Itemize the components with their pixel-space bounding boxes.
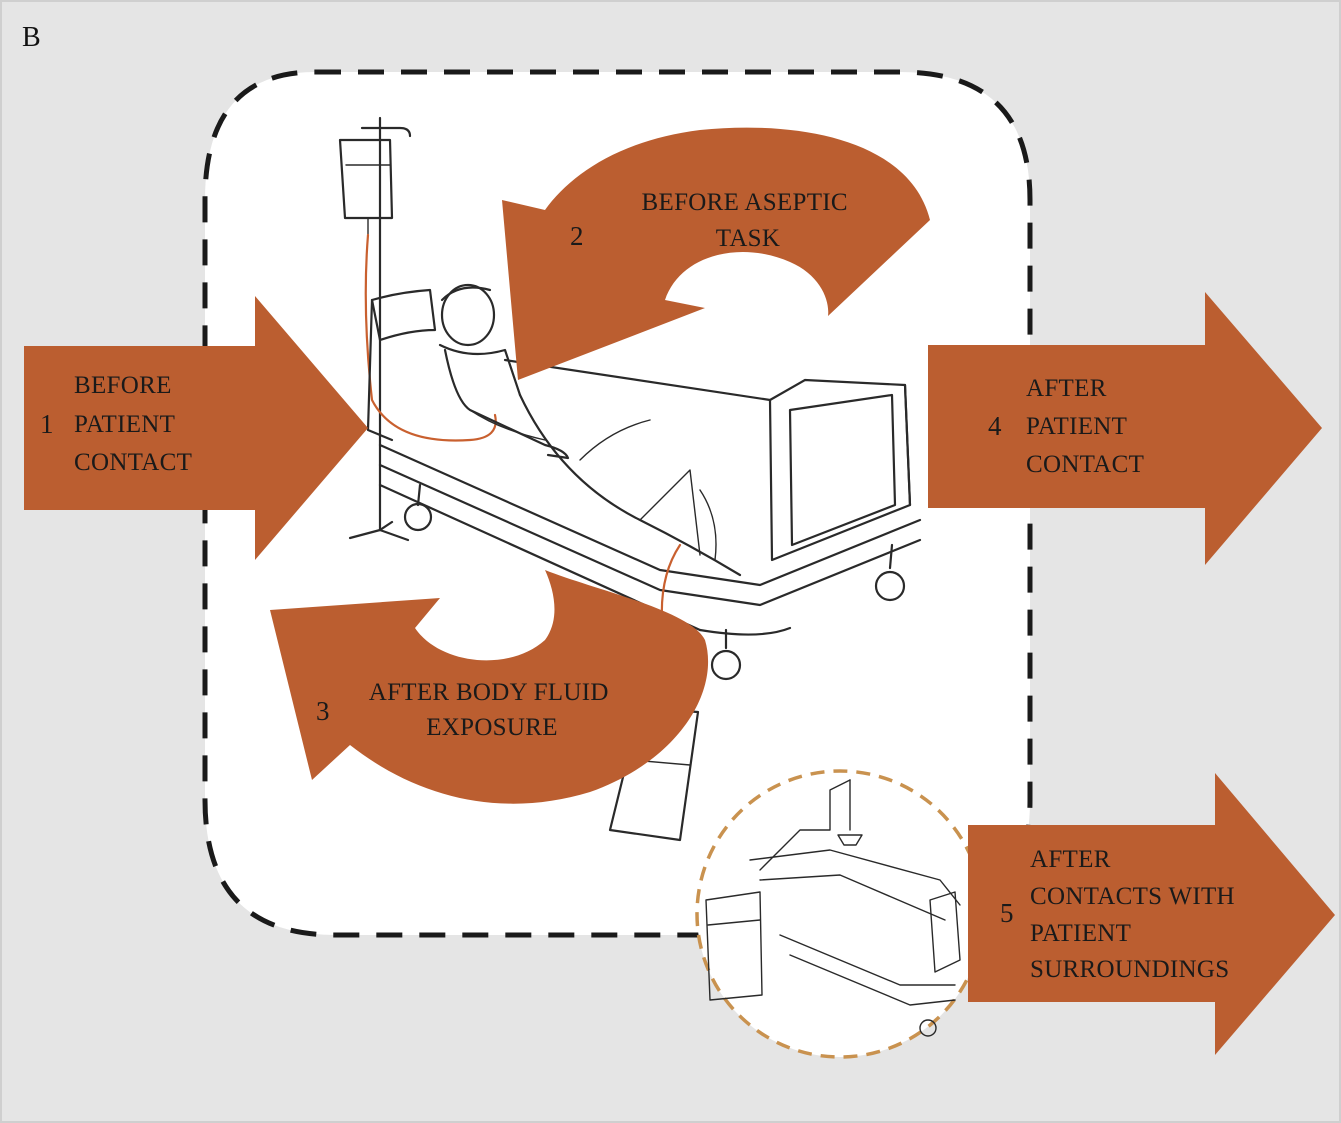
patient-surroundings-zone: [697, 771, 983, 1057]
moment-5-label-line-2: CONTACTS WITH: [1030, 883, 1235, 910]
moment-1-label-line-2: PATIENT: [74, 411, 175, 438]
moment-1-label-line-1: BEFORE: [74, 372, 172, 399]
moment-4-number: 4: [988, 411, 1002, 441]
moment-1-label: BEFORE PATIENT CONTACT: [74, 372, 192, 476]
moment-3-label-line-1: AFTER BODY FLUID: [369, 679, 609, 706]
moment-5-label-line-1: AFTER: [1030, 846, 1111, 873]
moment-5-number: 5: [1000, 898, 1014, 928]
moment-4-label-line-2: PATIENT: [1026, 413, 1127, 440]
moment-2-label-line-2: TASK: [716, 225, 780, 252]
moment-1-label-line-3: CONTACT: [74, 449, 192, 476]
moment-3-number: 3: [316, 696, 330, 726]
panel-label: B: [22, 22, 41, 53]
moment-2-number: 2: [570, 221, 584, 251]
moment-1-number: 1: [40, 409, 54, 439]
moment-4-label-line-1: AFTER: [1026, 375, 1107, 402]
moment-3-label-line-2: EXPOSURE: [426, 714, 558, 741]
moment-5-label-line-3: PATIENT: [1030, 920, 1131, 947]
moment-4-label-line-3: CONTACT: [1026, 451, 1144, 478]
moment-5-label-line-4: SURROUNDINGS: [1030, 956, 1229, 983]
moment-2-label-line-1: BEFORE ASEPTIC: [642, 189, 848, 216]
